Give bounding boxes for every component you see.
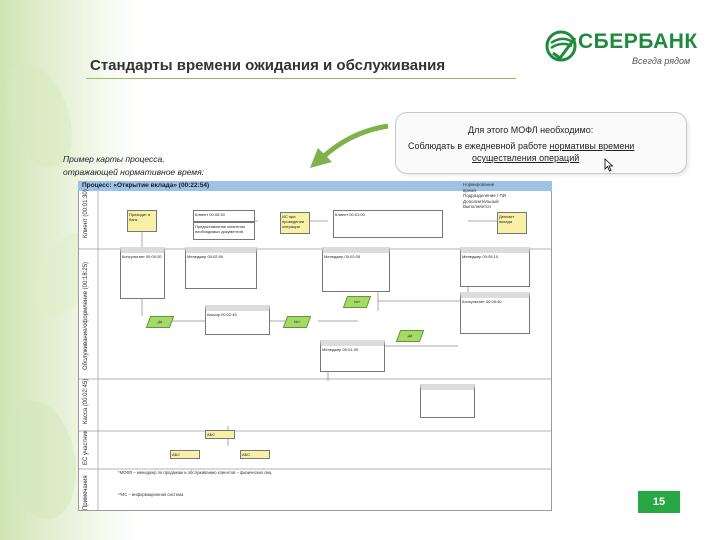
process-node: Кассир 00:02:45	[205, 305, 270, 335]
decision-node: Да	[145, 316, 175, 328]
process-node: Менеджер 00:02:50	[185, 247, 257, 289]
process-node: Клиент 00:01:00	[333, 210, 443, 238]
lane-label: Обслуживание/оформление (00:18:25)	[83, 261, 89, 370]
title-divider	[86, 78, 516, 79]
logo-wordmark: СБЕРБАНК	[578, 30, 698, 53]
decision-node: Да	[395, 330, 425, 342]
process-node: Консультант 00:00:20	[120, 247, 165, 299]
process-node: Предоставление клиентом необходимых доку…	[193, 222, 255, 240]
process-node: Депозит вклада	[497, 212, 527, 234]
lane-label: ЕС участник	[83, 430, 89, 465]
system-node: АБС	[170, 450, 200, 459]
operations-link[interactable]: осуществления операций	[472, 153, 580, 163]
system-node: АБС	[205, 430, 235, 439]
legend-item: время	[463, 187, 476, 193]
legend-item: Выполняется	[463, 204, 491, 209]
lane-label: Примечания	[83, 475, 89, 510]
sberbank-logo-icon	[545, 30, 577, 62]
example-caption-line1: Пример карты процесса,	[63, 154, 165, 164]
footnote: *МОФЛ – менеджер по продажам и обслужива…	[118, 470, 272, 475]
callout-text: Соблюдать в ежедневной работе нормативы …	[408, 141, 634, 151]
pointer-arrow-icon	[310, 123, 389, 168]
lane-label: Касса (00:02:45)	[83, 378, 89, 424]
process-node: Менеджер 00:02:05	[322, 247, 390, 292]
process-node: Менеджер 00:01:30	[320, 340, 385, 372]
legend-item: Нормирование	[463, 182, 495, 187]
page-number-badge: 15	[638, 491, 680, 513]
example-caption-line2: отражающей нормативное время:	[63, 167, 205, 177]
norms-link[interactable]: нормативы времени	[549, 141, 635, 151]
footnote: **ИС – информационная система	[118, 492, 184, 497]
legend-item: Подразделение / ПИ	[463, 193, 507, 198]
example-caption: Пример карты процесса, отражающей нормат…	[63, 153, 204, 179]
decision-node: Нет	[282, 316, 312, 328]
lane-label: Клиент (00:01:30)	[83, 189, 89, 238]
process-map	[78, 181, 552, 511]
decision-node: Нет	[342, 296, 372, 308]
system-node: АБС	[240, 450, 270, 459]
mouse-cursor-icon	[604, 158, 614, 172]
callout-box	[395, 112, 687, 174]
process-map-header: Процесс: «Открытие вклада» (00:22:54)	[78, 181, 552, 191]
slide-title: Стандарты времени ожидания и обслуживани…	[90, 57, 446, 74]
process-node: Клиент 00:00:30	[193, 210, 255, 222]
callout-text-prefix: Соблюдать в ежедневной работе	[408, 141, 550, 151]
process-map-legend: Нормирование время Подразделение / ПИ До…	[463, 182, 506, 210]
callout-text-line3: осуществления операций	[472, 153, 579, 163]
process-node: Приходит в банк	[127, 210, 157, 232]
callout-heading: Для этого МОФЛ необходимо:	[468, 125, 594, 135]
process-node: Менеджер 00:05:10	[460, 247, 530, 287]
process-node	[420, 384, 475, 418]
logo-slogan: Всегда рядом	[632, 56, 691, 66]
process-node: ИС при проведении операции	[280, 212, 310, 234]
legend-item: Дополнительный	[463, 198, 499, 204]
process-node: Консультант 00:05:40	[460, 292, 530, 334]
lane-grid	[78, 191, 552, 511]
